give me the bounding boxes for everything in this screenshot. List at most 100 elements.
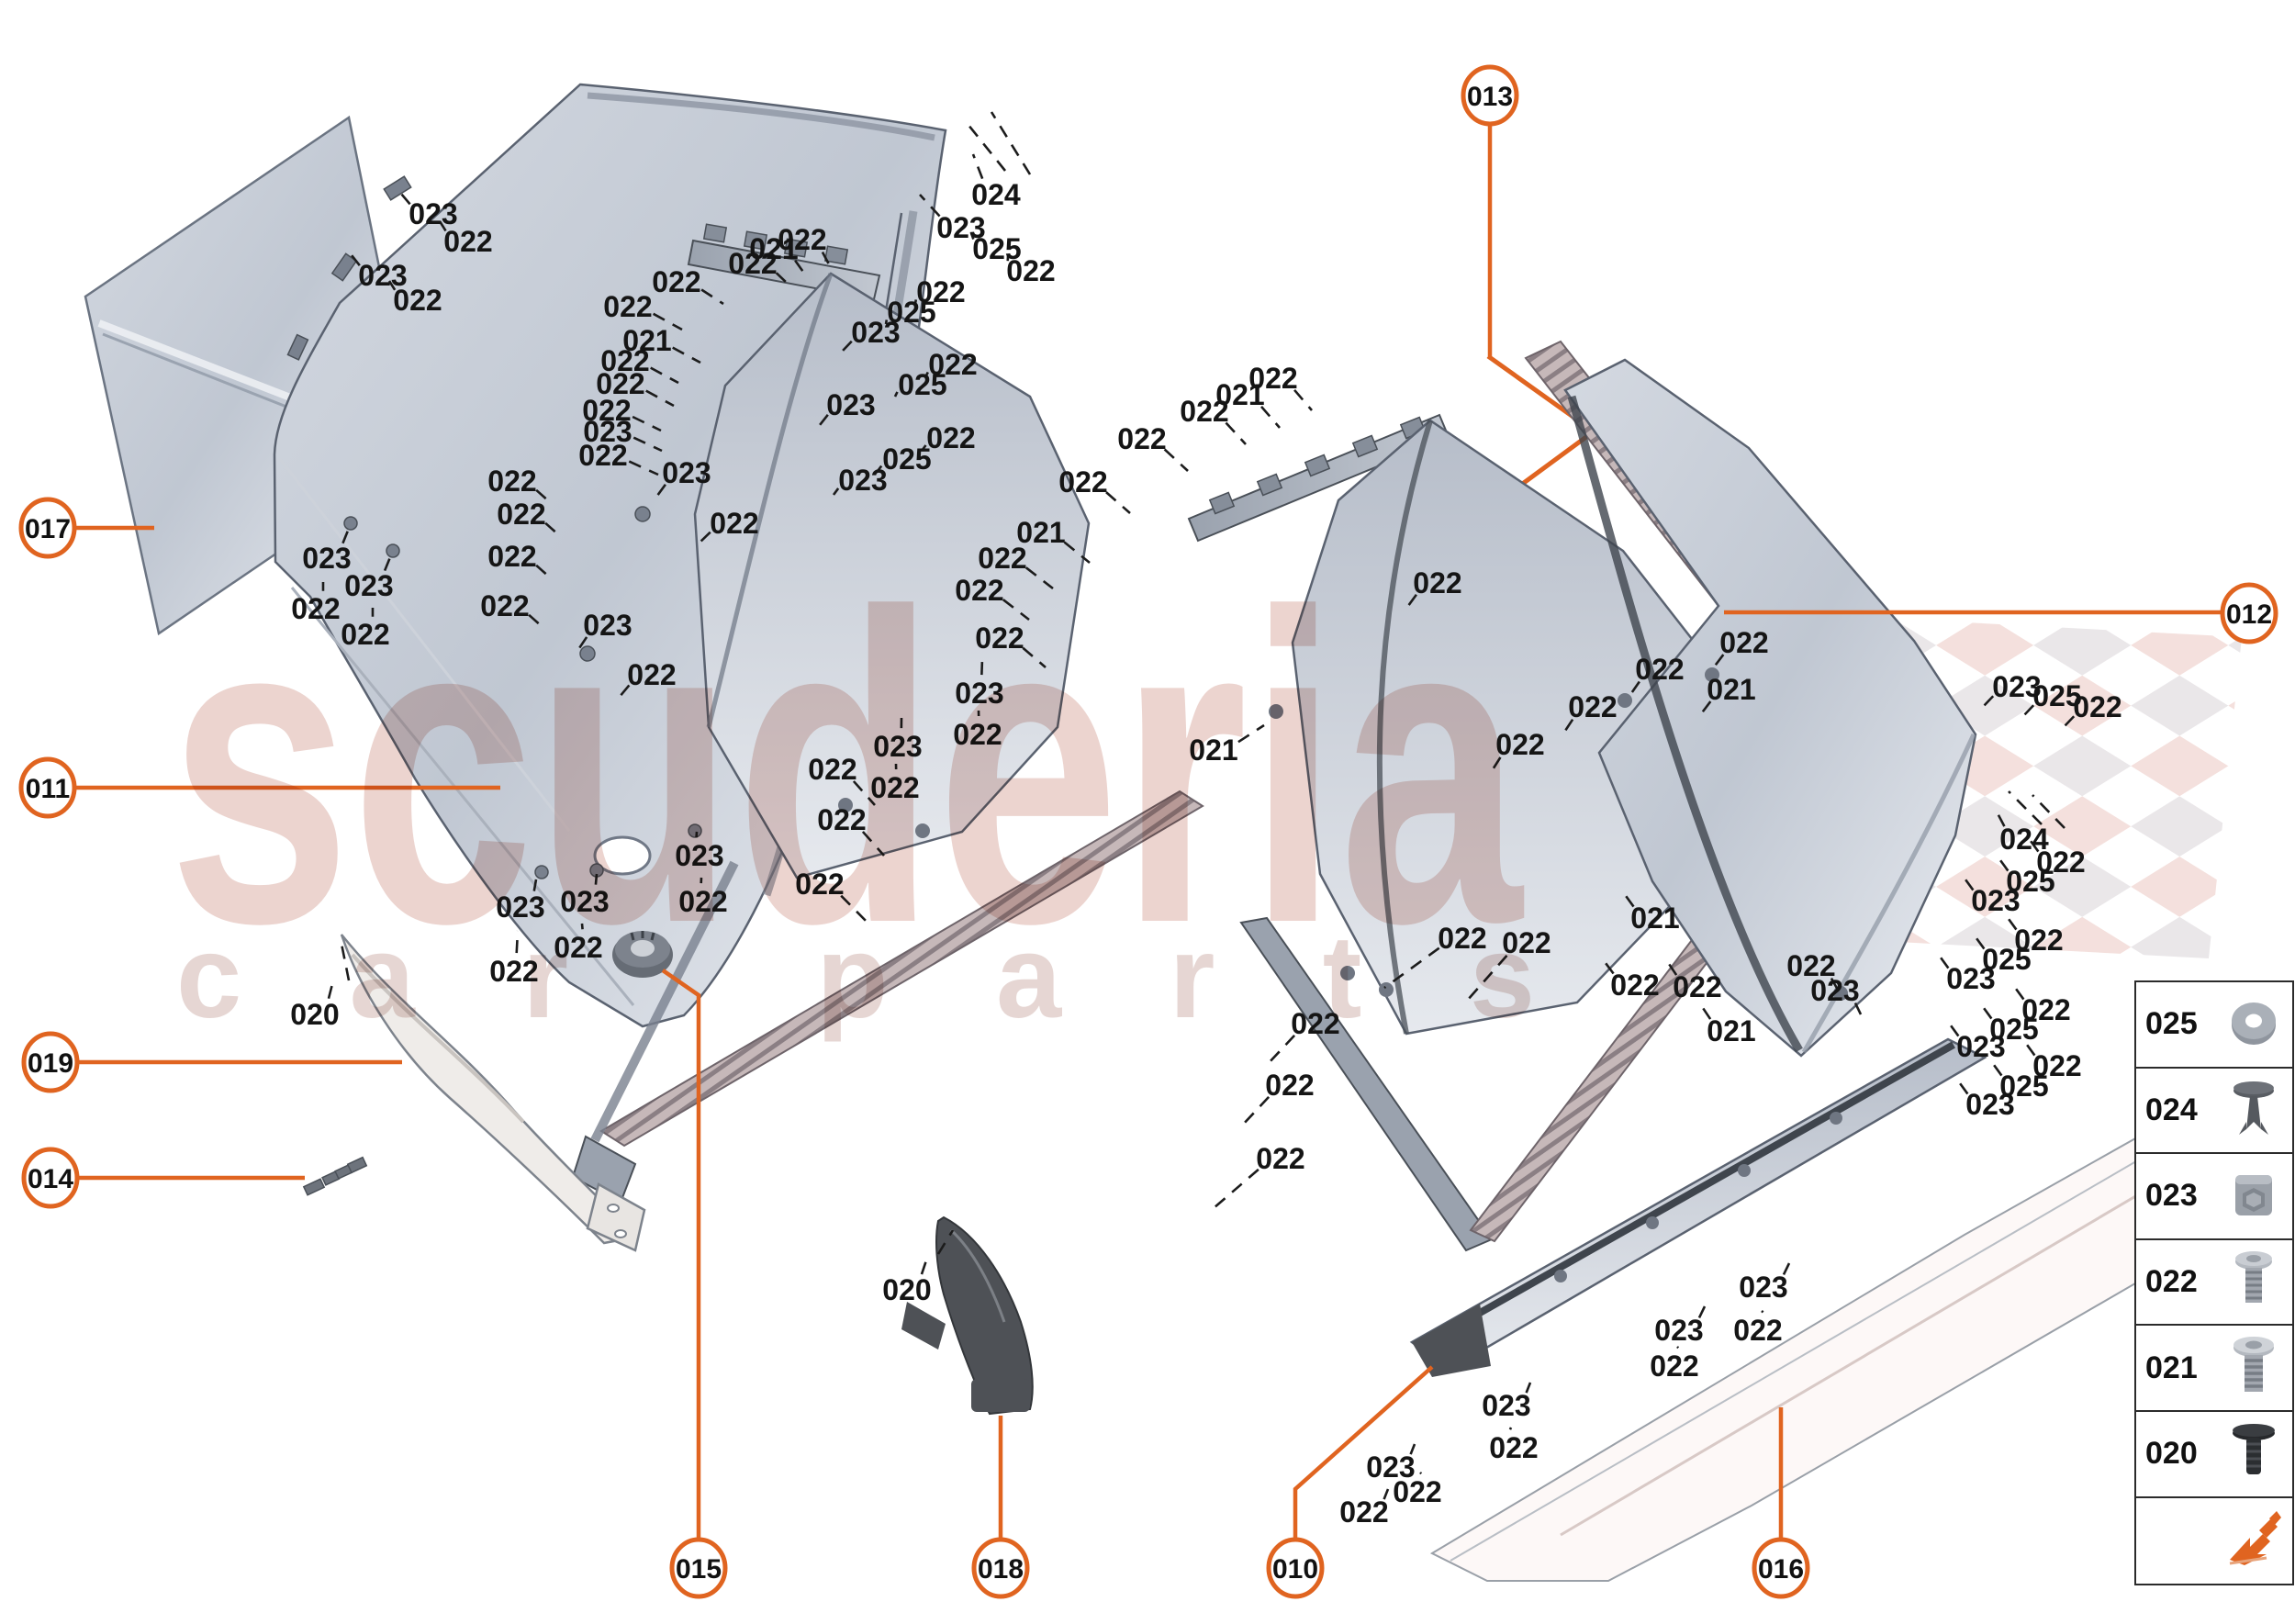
- fastener-label-022[interactable]: 022: [1006, 254, 1055, 287]
- fastener-label-025[interactable]: 025: [1999, 1070, 2048, 1103]
- fastener-label-025[interactable]: 025: [1989, 1013, 2038, 1046]
- fastener-label-023[interactable]: 023: [358, 259, 407, 292]
- fastener-label-022[interactable]: 022: [1495, 728, 1544, 761]
- fastener-label-022[interactable]: 022: [582, 394, 631, 427]
- fastener-label-022[interactable]: 022: [600, 344, 649, 377]
- fastener-label-022[interactable]: 022: [2032, 1049, 2081, 1082]
- fastener-label-022[interactable]: 022: [603, 290, 652, 323]
- legend-row-022[interactable]: 022: [2136, 1239, 2292, 1327]
- fastener-label-023[interactable]: 023: [583, 609, 632, 642]
- fastener-label-022[interactable]: 022: [1489, 1431, 1538, 1464]
- fastener-label-021[interactable]: 021: [1016, 516, 1065, 549]
- fastener-label-022[interactable]: 022: [975, 622, 1024, 655]
- fastener-label-022[interactable]: 022: [487, 540, 536, 573]
- fastener-label-022[interactable]: 022: [341, 618, 389, 651]
- fastener-label-022[interactable]: 022: [808, 753, 856, 786]
- fastener-label-022[interactable]: 022: [652, 265, 700, 298]
- fastener-label-022[interactable]: 022: [489, 955, 538, 988]
- fastener-label-022[interactable]: 022: [1733, 1314, 1782, 1347]
- fastener-label-023[interactable]: 023: [873, 730, 922, 763]
- fastener-label-023[interactable]: 023: [1965, 1088, 2014, 1121]
- fastener-label-025[interactable]: 025: [1982, 943, 2031, 976]
- fastener-label-022[interactable]: 022: [926, 421, 975, 454]
- fastener-label-022[interactable]: 022: [497, 498, 545, 531]
- callout-bubble-019[interactable]: 019: [21, 1031, 80, 1093]
- fastener-label-022[interactable]: 022: [1393, 1475, 1441, 1508]
- fastener-label-023[interactable]: 023: [302, 542, 351, 575]
- fastener-label-022[interactable]: 022: [2073, 690, 2121, 723]
- fastener-label-022[interactable]: 022: [2014, 924, 2063, 957]
- fastener-label-022[interactable]: 022: [1719, 626, 1768, 659]
- legend-row-arrow[interactable]: [2136, 1497, 2292, 1585]
- fastener-label-024[interactable]: 024: [971, 178, 1021, 211]
- fastener-label-022[interactable]: 022: [916, 275, 965, 308]
- fastener-label-022[interactable]: 022: [2036, 846, 2085, 879]
- callout-bubble-010[interactable]: 010: [1266, 1537, 1325, 1599]
- fastener-label-023[interactable]: 023: [838, 464, 887, 497]
- fastener-label-022[interactable]: 022: [1438, 922, 1486, 955]
- fastener-label-023[interactable]: 023: [344, 569, 393, 602]
- callout-bubble-015[interactable]: 015: [669, 1537, 728, 1599]
- fastener-label-022[interactable]: 022: [1610, 969, 1659, 1002]
- fastener-label-022[interactable]: 022: [393, 284, 442, 317]
- fastener-label-022[interactable]: 022: [953, 718, 1002, 751]
- fastener-label-022[interactable]: 022: [554, 931, 602, 964]
- fastener-label-020[interactable]: 020: [882, 1273, 931, 1306]
- fastener-label-022[interactable]: 022: [2021, 993, 2070, 1026]
- fastener-label-025[interactable]: 025: [882, 442, 931, 476]
- fastener-label-023[interactable]: 023: [1739, 1271, 1787, 1304]
- callout-bubble-014[interactable]: 014: [21, 1147, 80, 1209]
- fastener-label-025[interactable]: 025: [898, 368, 946, 401]
- fastener-label-023[interactable]: 023: [1971, 884, 2020, 917]
- fastener-label-022[interactable]: 022: [1568, 690, 1617, 723]
- fastener-label-022[interactable]: 022: [480, 589, 529, 622]
- fastener-label-022[interactable]: 022: [1673, 970, 1721, 1003]
- fastener-label-023[interactable]: 023: [826, 388, 875, 421]
- fastener-label-021[interactable]: 021: [622, 324, 671, 357]
- fastener-label-023[interactable]: 023: [1482, 1389, 1530, 1422]
- fastener-label-022[interactable]: 022: [1291, 1007, 1339, 1040]
- fastener-label-022[interactable]: 022: [1180, 395, 1228, 428]
- fastener-label-025[interactable]: 025: [887, 296, 935, 329]
- fastener-label-021[interactable]: 021: [1707, 1014, 1755, 1047]
- fastener-label-023[interactable]: 023: [1654, 1314, 1703, 1347]
- callout-bubble-013[interactable]: 013: [1461, 64, 1519, 127]
- fastener-label-022[interactable]: 022: [578, 439, 627, 472]
- fastener-label-023[interactable]: 023: [1956, 1030, 2005, 1063]
- fastener-label-022[interactable]: 022: [627, 658, 676, 691]
- fastener-label-022[interactable]: 022: [955, 574, 1003, 607]
- fastener-label-024[interactable]: 024: [1999, 823, 2049, 856]
- fastener-label-022[interactable]: 022: [1786, 949, 1835, 982]
- fastener-label-023[interactable]: 023: [583, 415, 632, 448]
- fastener-label-022[interactable]: 022: [596, 367, 644, 400]
- fastener-label-022[interactable]: 022: [778, 223, 826, 256]
- fastener-label-023[interactable]: 023: [675, 839, 723, 872]
- callout-bubble-018[interactable]: 018: [971, 1537, 1030, 1599]
- fastener-label-023[interactable]: 023: [662, 456, 711, 489]
- callout-bubble-017[interactable]: 017: [18, 497, 77, 559]
- fastener-label-022[interactable]: 022: [678, 885, 727, 918]
- legend-row-021[interactable]: 021: [2136, 1326, 2292, 1412]
- fastener-label-022[interactable]: 022: [443, 225, 492, 258]
- callout-bubble-016[interactable]: 016: [1752, 1537, 1810, 1599]
- fastener-label-025[interactable]: 025: [2006, 865, 2054, 898]
- fastener-label-023[interactable]: 023: [1366, 1450, 1415, 1484]
- fastener-label-023[interactable]: 023: [1946, 962, 1995, 995]
- callout-bubble-012[interactable]: 012: [2220, 582, 2278, 644]
- fastener-label-021[interactable]: 021: [749, 232, 798, 265]
- fastener-label-022[interactable]: 022: [728, 247, 777, 280]
- fastener-label-025[interactable]: 025: [972, 232, 1021, 265]
- fastener-label-022[interactable]: 022: [1413, 566, 1461, 599]
- fastener-label-022[interactable]: 022: [1058, 465, 1107, 498]
- fastener-label-022[interactable]: 022: [1339, 1495, 1388, 1529]
- fastener-label-023[interactable]: 023: [955, 677, 1003, 710]
- fastener-label-022[interactable]: 022: [1635, 653, 1684, 686]
- fastener-label-022[interactable]: 022: [817, 803, 866, 836]
- fastener-label-022[interactable]: 022: [1256, 1142, 1304, 1175]
- fastener-label-023[interactable]: 023: [936, 211, 985, 244]
- fastener-label-022[interactable]: 022: [1650, 1350, 1698, 1383]
- fastener-label-022[interactable]: 022: [1248, 362, 1297, 395]
- fastener-label-021[interactable]: 021: [1630, 902, 1679, 935]
- fastener-label-021[interactable]: 021: [1707, 673, 1755, 706]
- legend-row-020[interactable]: 020: [2136, 1411, 2292, 1498]
